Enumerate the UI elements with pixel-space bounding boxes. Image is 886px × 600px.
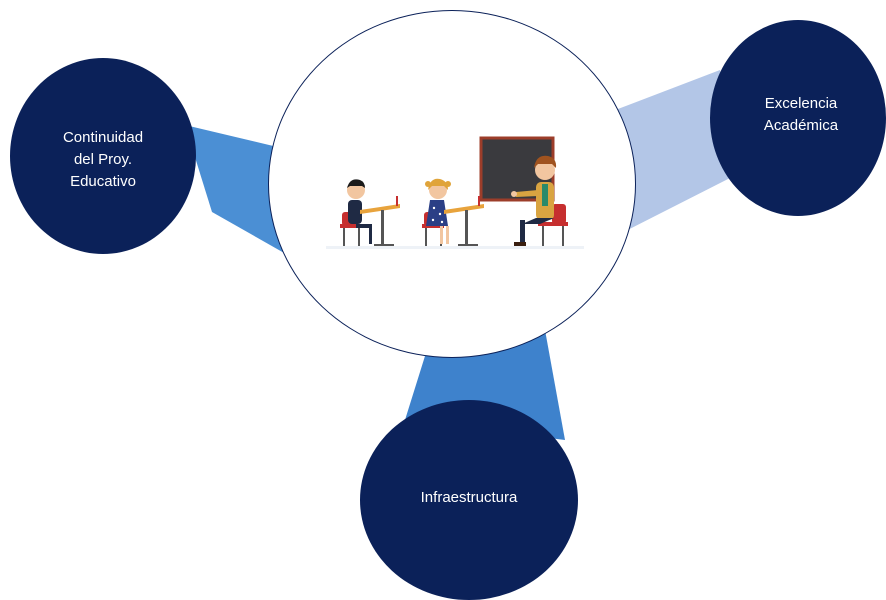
node-excelencia: Excelencia Académica [710,20,886,216]
connector-right [610,70,730,238]
node-continuidad-label: Continuidad del Proy. Educativo [62,129,144,190]
node-excelencia-label: Excelencia Académica [763,95,839,134]
node-continuidad: Continuidad del Proy. Educativo [10,58,196,254]
node-infraestructura: Infraestructura [360,400,578,600]
node-infraestructura-label: Infraestructura [420,488,518,506]
hub-circle [268,10,636,358]
classroom-teacher-students-icon [326,136,584,249]
